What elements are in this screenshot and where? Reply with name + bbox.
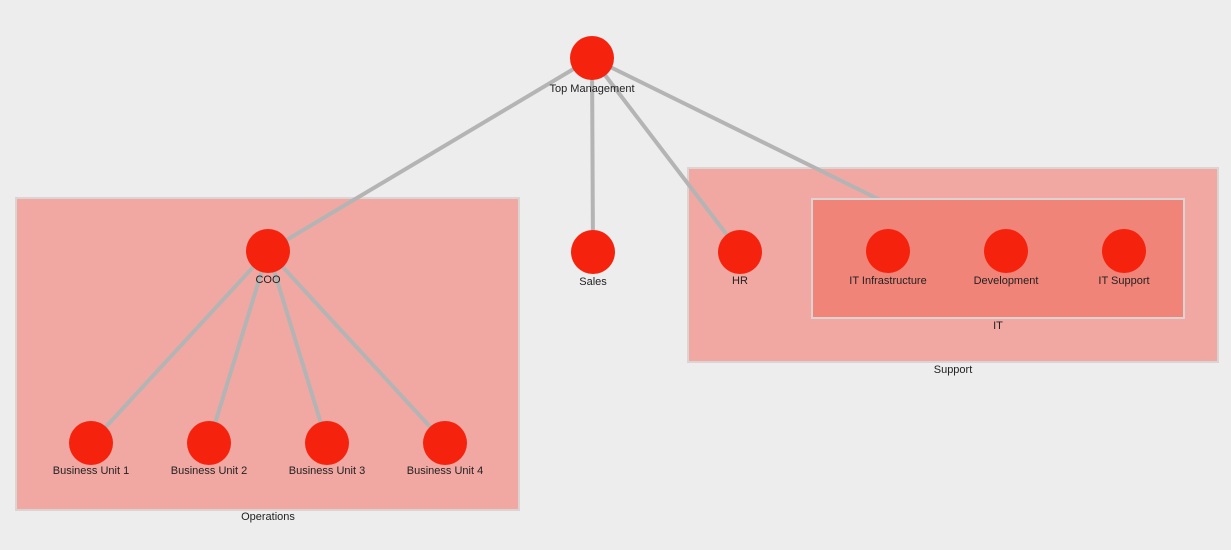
node-label-top-management: Top Management (550, 83, 635, 95)
node-business-unit-3[interactable] (305, 421, 349, 465)
edge-top-management-sales (590, 57, 595, 253)
edge-coo-business-unit-2 (207, 250, 270, 444)
group-label-operations: Operations (241, 511, 295, 523)
node-sales[interactable] (571, 230, 615, 274)
edge-top-management-coo (266, 56, 594, 253)
node-hr[interactable] (718, 230, 762, 274)
node-business-unit-2[interactable] (187, 421, 231, 465)
node-label-business-unit-1: Business Unit 1 (53, 465, 129, 477)
node-top-management[interactable] (570, 36, 614, 80)
node-label-it-infrastructure: IT Infrastructure (849, 275, 926, 287)
node-label-business-unit-2: Business Unit 2 (171, 465, 247, 477)
node-label-business-unit-4: Business Unit 4 (407, 465, 483, 477)
edge-coo-business-unit-1 (89, 249, 270, 445)
node-label-development: Development (974, 275, 1039, 287)
group-label-support: Support (934, 364, 973, 376)
node-business-unit-4[interactable] (423, 421, 467, 465)
node-it-support[interactable] (1102, 229, 1146, 273)
node-label-it-support: IT Support (1098, 275, 1149, 287)
node-label-sales: Sales (579, 276, 607, 288)
node-label-coo: COO (255, 274, 281, 286)
node-label-business-unit-3: Business Unit 3 (289, 465, 365, 477)
node-label-hr: HR (732, 275, 748, 287)
edge-coo-business-unit-4 (266, 249, 447, 445)
node-business-unit-1[interactable] (69, 421, 113, 465)
node-coo[interactable] (246, 229, 290, 273)
node-development[interactable] (984, 229, 1028, 273)
group-label-it: IT (993, 320, 1003, 332)
edge-top-management-hr (590, 56, 742, 254)
edge-coo-business-unit-3 (266, 250, 329, 444)
node-it-infrastructure[interactable] (866, 229, 910, 273)
